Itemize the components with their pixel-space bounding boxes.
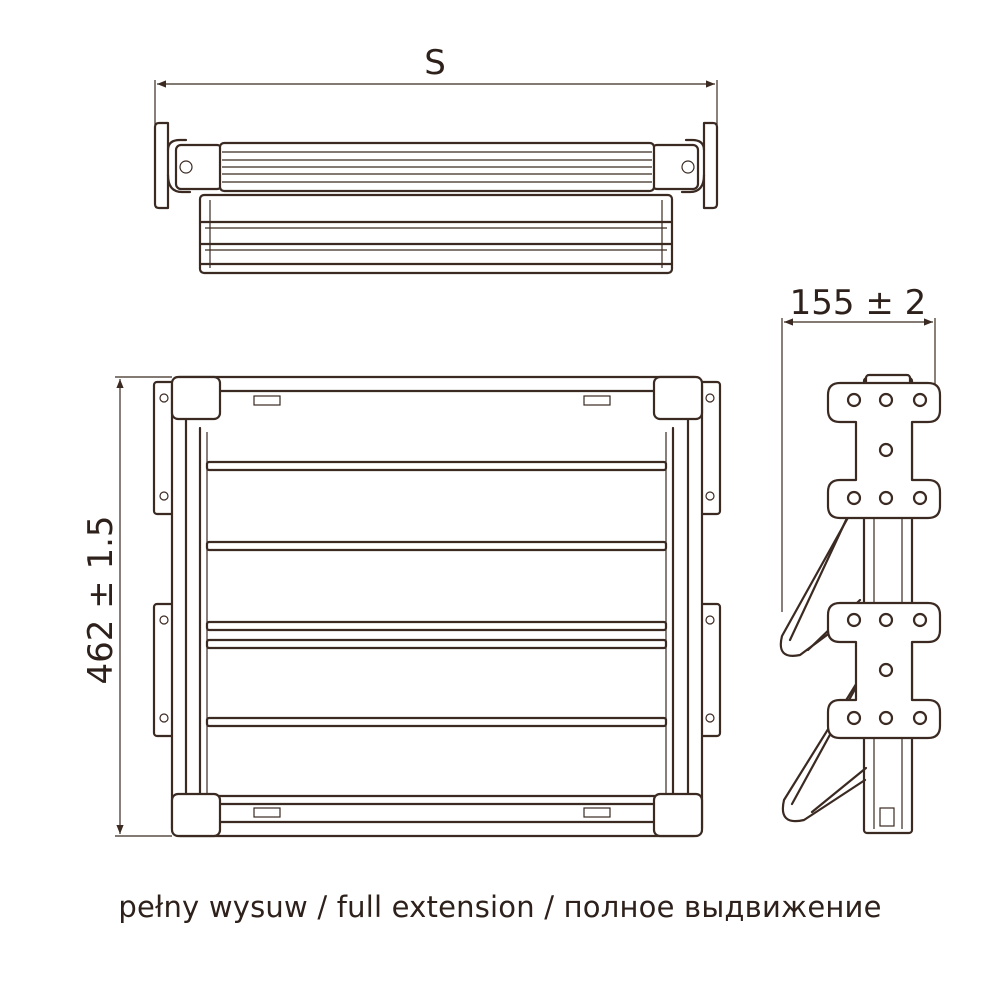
support-arm-upper bbox=[779, 503, 860, 657]
front-view: 462 ± 1.5 bbox=[81, 375, 722, 838]
corner-block-top-right bbox=[652, 375, 704, 421]
mounting-plate-lower bbox=[826, 601, 942, 740]
basket-tray bbox=[198, 193, 674, 275]
caption: pełny wysuw / full extension / полное вы… bbox=[118, 890, 882, 924]
end-cap-left bbox=[174, 143, 224, 191]
depth-label: 155 ± 2 bbox=[790, 283, 927, 323]
screws-lower bbox=[846, 612, 928, 726]
end-cap-right bbox=[650, 143, 700, 191]
inner-frame bbox=[184, 389, 690, 824]
screws-upper bbox=[846, 392, 928, 506]
hook-right bbox=[680, 138, 706, 194]
support-arm-lower bbox=[781, 663, 870, 823]
mounting-plate-left bbox=[153, 121, 170, 210]
width-label: S bbox=[424, 43, 446, 83]
corner-block-bottom-left bbox=[170, 792, 222, 838]
mounting-plate-right bbox=[702, 121, 719, 210]
mounting-plate-upper bbox=[826, 381, 942, 520]
height-label: 462 ± 1.5 bbox=[81, 515, 121, 684]
corner-block-bottom-right bbox=[652, 792, 704, 838]
outer-frame bbox=[170, 375, 704, 838]
corner-block-top-left bbox=[170, 375, 222, 421]
hook-left bbox=[166, 138, 192, 194]
basket-bars bbox=[205, 460, 668, 806]
side-view: 155 ± 2 bbox=[779, 283, 942, 835]
top-view: S bbox=[153, 43, 719, 275]
